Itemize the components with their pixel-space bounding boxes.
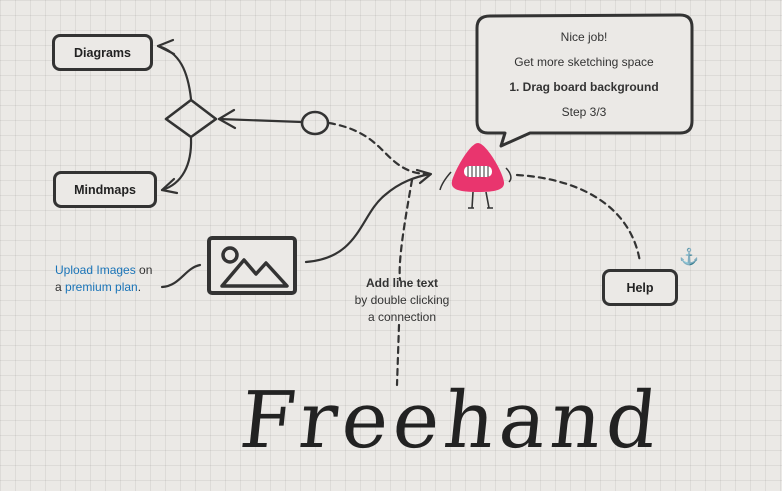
bubble-line-nice-job: Nice job! (560, 29, 608, 44)
line-text-line3: a connection (367, 310, 437, 324)
connector-image-mascot[interactable] (304, 172, 432, 264)
arrowhead-mascot (415, 168, 433, 185)
connector-circle-diamond[interactable] (217, 117, 304, 124)
line-text-line2: by double clicking (354, 293, 450, 307)
line-text-title: Add line text (365, 276, 438, 290)
upload-text-a: a (55, 280, 66, 294)
mascot[interactable] (439, 143, 512, 209)
upload-text-on: on (135, 263, 153, 277)
help-label: Help (626, 280, 654, 295)
arrowhead-mindmaps (160, 177, 179, 195)
line-text-note: Add line text by double clicking a conne… (340, 275, 464, 326)
diagrams-box[interactable]: Diagrams (52, 34, 153, 71)
help-box[interactable]: Help (602, 269, 678, 306)
bubble-line-step: Step 3/3 (561, 104, 607, 119)
freehand-drawing[interactable]: Freehand (236, 376, 667, 466)
arrowhead-diamond (217, 108, 237, 130)
premium-plan-link[interactable]: premium plan (65, 280, 138, 294)
mindmaps-label: Mindmaps (74, 182, 136, 197)
connector-upload-image (160, 263, 202, 289)
upload-text-period: . (137, 280, 142, 294)
speech-bubble: Nice job! Get more sketching space 1. Dr… (476, 15, 692, 133)
upload-note: Upload Images on a premium plan. (55, 262, 165, 296)
arrowhead-diagrams (156, 38, 176, 56)
connector-mascot-help[interactable] (515, 173, 642, 264)
diamond-shape[interactable] (164, 98, 218, 139)
anchor-icon[interactable]: ⚓ (679, 249, 699, 266)
bubble-line-instruction: 1. Drag board background (509, 79, 659, 94)
circle-shape[interactable] (300, 110, 330, 136)
bubble-line-sketching-space: Get more sketching space (514, 54, 654, 69)
connector-mascot-freehand[interactable] (395, 178, 414, 387)
upload-images-link[interactable]: Upload Images (55, 263, 136, 277)
diagrams-label: Diagrams (74, 45, 131, 60)
mindmaps-box[interactable]: Mindmaps (53, 171, 157, 208)
image-icon[interactable] (207, 236, 297, 295)
connector-circle-mascot[interactable] (327, 121, 430, 176)
speech-bubble-shape (475, 13, 694, 148)
connector-diamond-mindmaps[interactable] (160, 136, 193, 192)
